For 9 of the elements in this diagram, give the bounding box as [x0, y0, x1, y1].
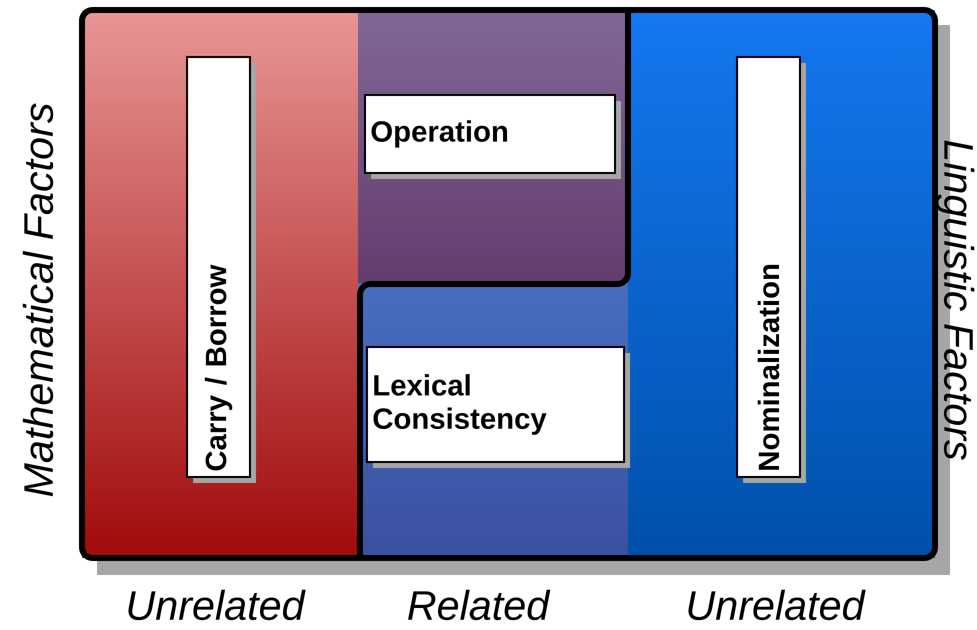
label-box: Lexical Consistency — [366, 346, 630, 468]
label-box: Nominalization — [736, 56, 806, 483]
label-box: Carry / Borrow — [186, 56, 256, 483]
axis-label: Unrelated — [128, 590, 306, 620]
axis-label: Mathematical Factors — [22, 103, 54, 496]
label-box: Operation — [364, 94, 621, 179]
axis-label: Related — [408, 590, 550, 620]
axis-label: Linguistic Factors — [936, 140, 974, 460]
axis-label: Unrelated — [688, 590, 866, 620]
